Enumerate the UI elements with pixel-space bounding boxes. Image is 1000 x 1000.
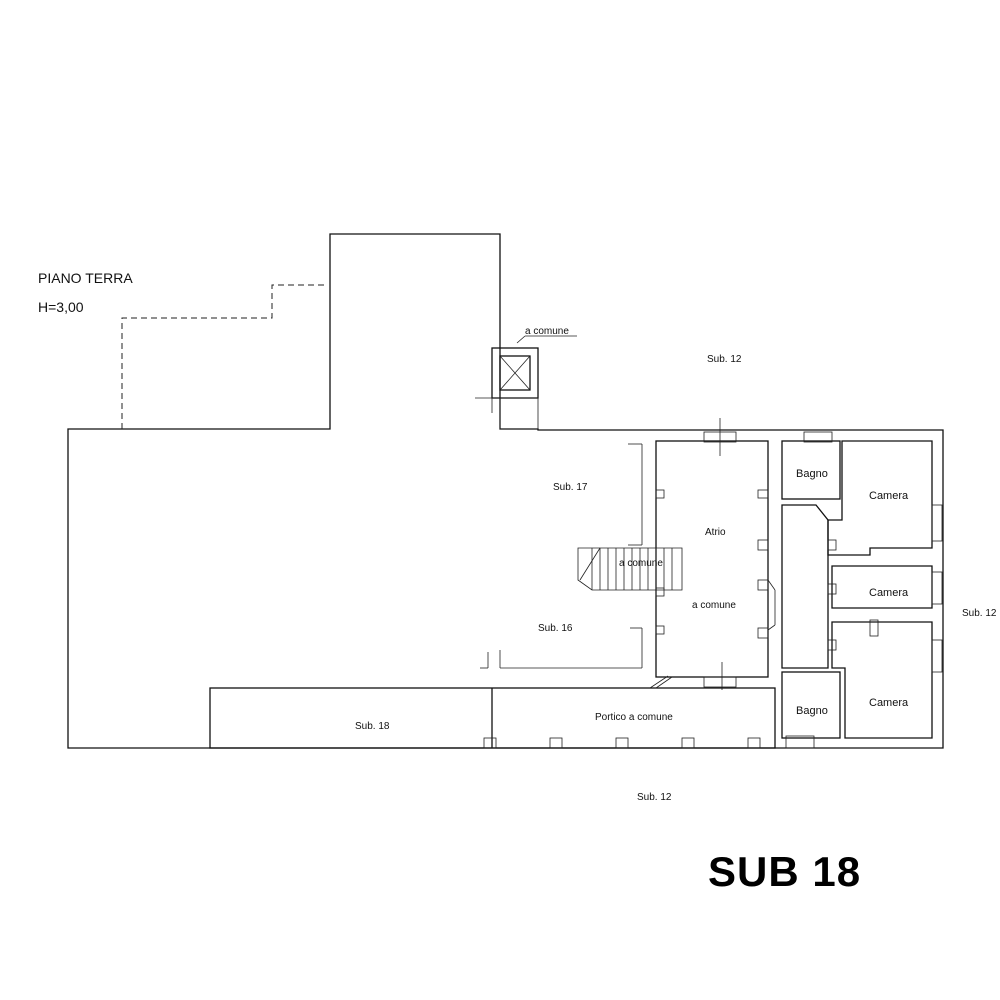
- bottom-strip: [209, 675, 776, 749]
- a-comune-top-label: a comune: [525, 326, 569, 337]
- camera-2-label: Camera: [869, 587, 909, 599]
- atrio-comune-label: a comune: [692, 600, 736, 611]
- building-outline: [67, 233, 944, 749]
- atrio-room: [655, 418, 776, 690]
- atrio-label: Atrio: [705, 527, 726, 538]
- dashed-boundary: [121, 284, 325, 429]
- floor-name-label: PIANO TERRA: [38, 270, 133, 286]
- portico-label: Portico a comune: [595, 712, 673, 723]
- sub16-label: Sub. 16: [538, 623, 573, 634]
- bagno-top-label: Bagno: [796, 468, 828, 480]
- sub12-top-label: Sub. 12: [707, 354, 742, 365]
- sub12-bottom-label: Sub. 12: [637, 792, 672, 803]
- sub18-label: Sub. 18: [355, 721, 390, 732]
- stair-comune-label: a comune: [619, 558, 663, 569]
- staircase: [577, 547, 683, 591]
- sub17-label: Sub. 17: [553, 482, 588, 493]
- elevator-shaft: [475, 335, 577, 429]
- bagno-bottom-label: Bagno: [796, 705, 828, 717]
- camera-1-label: Camera: [869, 490, 909, 502]
- camera-3-label: Camera: [869, 697, 909, 709]
- height-label: H=3,00: [38, 299, 84, 315]
- apartment-block: [781, 431, 943, 749]
- sub17-sub16-walls: [480, 443, 643, 669]
- sub12-right-label: Sub. 12: [962, 608, 997, 619]
- sub-heading: SUB 18: [708, 848, 862, 895]
